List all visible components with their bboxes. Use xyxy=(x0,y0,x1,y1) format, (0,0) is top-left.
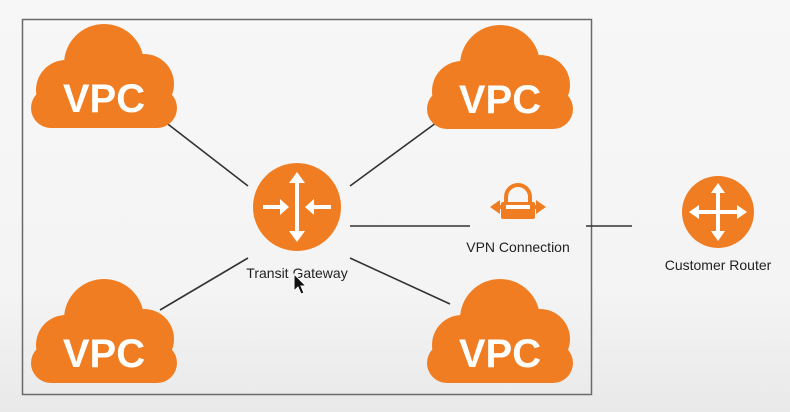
customer-router-label: Customer Router xyxy=(665,257,772,273)
link-vpc-top-left xyxy=(159,117,249,187)
vpn-connection: VPN Connection xyxy=(466,183,570,255)
transit-gateway-label: Transit Gateway xyxy=(246,265,347,281)
vpc-top-left: VPC xyxy=(31,24,177,128)
customer-router: Customer Router xyxy=(665,176,772,273)
transit-gateway: Transit Gateway xyxy=(246,163,348,281)
link-vpc-bottom-left xyxy=(159,257,249,311)
link-vpc-bottom-right xyxy=(349,257,451,305)
vpn-connection-label: VPN Connection xyxy=(466,239,570,255)
vpc-label: VPC xyxy=(63,77,145,121)
mouse-cursor-icon xyxy=(293,272,308,295)
connections xyxy=(159,117,632,311)
vpc-bottom-left: VPC xyxy=(31,279,177,383)
link-vpc-top-right xyxy=(349,119,441,187)
vpc-label: VPC xyxy=(459,78,541,122)
vpc-label: VPC xyxy=(459,332,541,376)
lock-icon xyxy=(490,183,546,219)
router-arrows-icon xyxy=(682,176,754,248)
router-arrows-icon xyxy=(253,163,341,251)
vpc-top-right: VPC xyxy=(427,25,573,129)
vpc-bottom-right: VPC xyxy=(427,279,573,383)
aws-boundary xyxy=(21,18,593,396)
vpc-label: VPC xyxy=(63,332,145,376)
